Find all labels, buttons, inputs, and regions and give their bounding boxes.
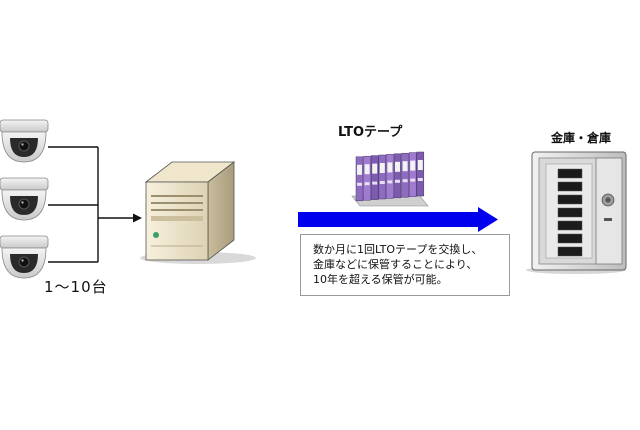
safe-drawer [557, 233, 583, 244]
camera-connection-lines [48, 146, 134, 263]
safe-drawer [557, 194, 583, 205]
dome-camera-icon [0, 177, 49, 221]
safe-drawer [557, 168, 583, 179]
lto-tape-cartridges-icon [351, 151, 429, 207]
safe-icon [526, 151, 627, 274]
server-input-arrowhead [133, 213, 142, 223]
camera-group [0, 119, 49, 279]
note-line: 金庫などに保管することにより、 [313, 258, 478, 271]
safe-drawer [557, 246, 583, 257]
safe-drawer [557, 207, 583, 218]
note-box: 数か月に1回LTOテープを交換し、 金庫などに保管することにより、 10年を超え… [300, 234, 510, 296]
dome-camera-icon [0, 235, 49, 279]
server-tower-icon [140, 161, 256, 264]
camera-count-label: 1～10台 [44, 278, 108, 296]
note-line: 数か月に1回LTOテープを交換し、 [313, 243, 483, 256]
tape-title: LTOテープ [338, 125, 403, 140]
dome-camera-icon [0, 119, 49, 163]
transfer-arrow [298, 207, 498, 232]
safe-drawer [557, 181, 583, 192]
safe-drawer [557, 220, 583, 231]
note-line: 10年を超える保管が可能。 [313, 273, 448, 286]
safe-title: 金庫・倉庫 [551, 131, 612, 145]
